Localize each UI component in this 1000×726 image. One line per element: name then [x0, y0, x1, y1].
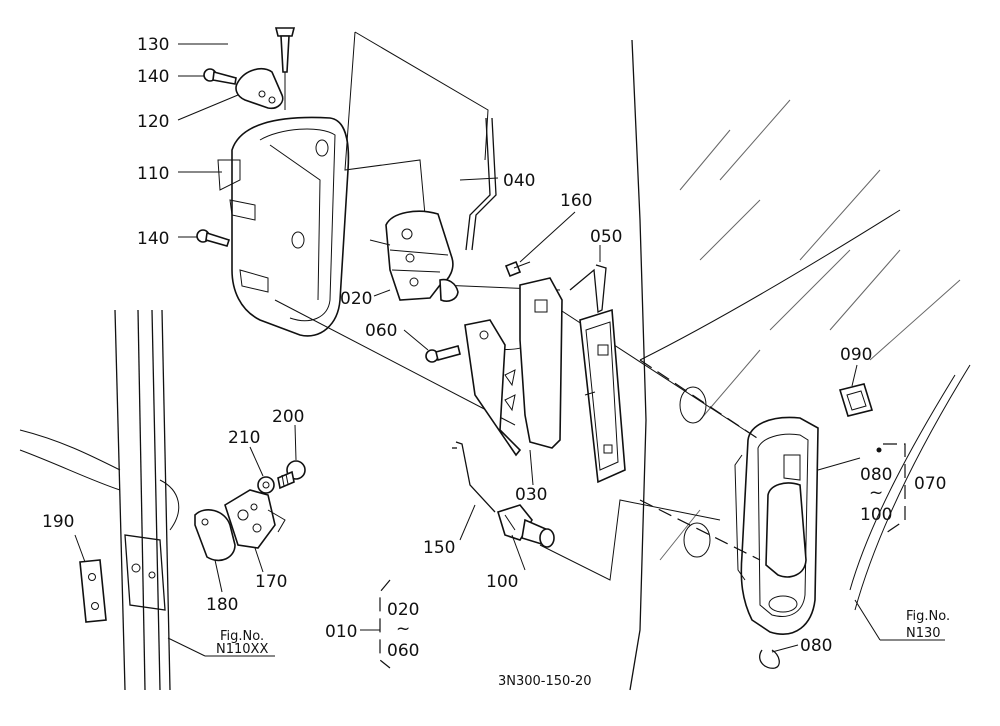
- callout-040: 040: [503, 171, 535, 191]
- part-090-pad: [838, 383, 874, 417]
- callout-190: 190: [42, 512, 74, 532]
- callout-120: 120: [137, 112, 169, 132]
- fig-ref-n110xx-title: Fig.No.: [220, 629, 264, 644]
- range-tilde-right: ~: [869, 483, 883, 503]
- callout-050: 050: [590, 227, 622, 247]
- part-040-rod: [465, 117, 497, 251]
- callout-100: 100: [486, 572, 518, 592]
- part-200-bolt: [277, 460, 306, 490]
- callout-140-lower: 140: [137, 229, 169, 249]
- part-100-lock: [497, 504, 555, 548]
- drawing-code: 3N300-150-20: [498, 674, 592, 689]
- door-pillar: [19, 309, 180, 691]
- callout-060-range-end: 060: [387, 641, 419, 661]
- window-glass-hatching: [659, 99, 961, 561]
- part-080-clip: [759, 649, 780, 669]
- callout-150: 150: [423, 538, 455, 558]
- range-tilde-bottom: ~: [396, 619, 410, 639]
- part-060-screw: [425, 345, 461, 363]
- part-150-rod: [452, 441, 496, 513]
- callout-070: 070: [914, 474, 946, 494]
- part-030-bracket: [464, 277, 563, 457]
- dashed-leaders: [379, 359, 906, 669]
- part-190-plate: [79, 559, 107, 623]
- part-130-screw: [274, 27, 296, 110]
- callout-010: 010: [325, 622, 357, 642]
- part-160-bolt: [504, 260, 531, 278]
- figure-references: Fig.No. N130 Fig.No. N110XX: [216, 609, 950, 657]
- fig-ref-n110xx-code: N110XX: [216, 642, 268, 657]
- part-140-screw-top: [203, 68, 237, 85]
- callout-labels: 130 140 120 110 140 040 160 050 020 060 …: [42, 35, 946, 661]
- callout-080-range-start: 080: [860, 465, 892, 485]
- callout-140-top: 140: [137, 67, 169, 87]
- part-180-gasket: [194, 509, 236, 562]
- callout-leaders: [74, 43, 945, 657]
- part-120-cap: [235, 68, 284, 110]
- callout-160: 160: [560, 191, 592, 211]
- callout-100-range-end: 100: [860, 505, 892, 525]
- callout-210: 210: [228, 428, 260, 448]
- callout-020-range-start: 020: [387, 600, 419, 620]
- callout-130: 130: [137, 35, 169, 55]
- part-020-latch: [369, 210, 459, 302]
- fig-ref-n130-code: N130: [906, 626, 941, 641]
- fig-ref-n130-title: Fig.No.: [906, 609, 950, 624]
- callout-200: 200: [272, 407, 304, 427]
- part-170-bracket: [224, 489, 286, 549]
- part-rear-plate: [579, 308, 626, 484]
- part-210-washer: [257, 476, 275, 494]
- part-110-cover: [217, 116, 350, 337]
- part-140-screw-lower: [196, 229, 231, 247]
- part-050-spring: [569, 264, 607, 314]
- callout-080: 080: [800, 636, 832, 656]
- part-070-handle: [734, 416, 819, 635]
- callout-110: 110: [137, 164, 169, 184]
- callout-090: 090: [840, 345, 872, 365]
- door-grommets: [679, 386, 711, 558]
- callout-060: 060: [365, 321, 397, 341]
- callout-170: 170: [255, 572, 287, 592]
- door-frame: [629, 39, 971, 691]
- callout-030: 030: [515, 485, 547, 505]
- callout-180: 180: [206, 595, 238, 615]
- callout-020: 020: [340, 289, 372, 309]
